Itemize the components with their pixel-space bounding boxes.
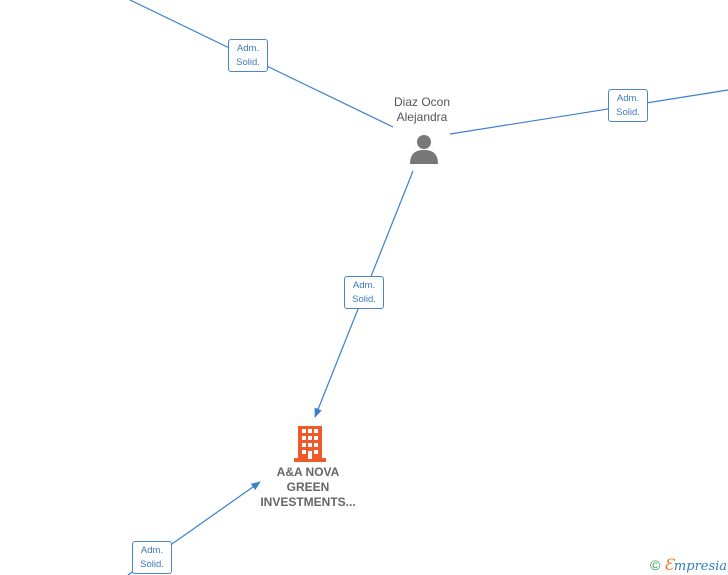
empresia-logo: © Ɛmpresia [650,555,728,574]
relation-type: Solid. [140,559,164,570]
person-name-line: Alejandra [396,110,448,124]
person-name[interactable]: Diaz Ocon Alejandra [372,95,472,125]
relation-label[interactable]: Adm. Solid. [228,39,268,72]
relation-type: Solid. [352,294,376,305]
relation-role: Adm. [140,545,164,556]
company-name[interactable]: A&A NOVA GREEN INVESTMENTS... [238,465,378,510]
company-name-line: A&A NOVA [276,465,340,479]
relation-role: Adm. [352,280,376,291]
relation-type: Solid. [616,107,640,118]
person-name-line: Diaz Ocon [393,95,451,109]
person-icon[interactable] [408,134,440,164]
relation-type: Solid. [236,57,260,68]
company-name-line: INVESTMENTS... [260,495,356,509]
relation-label[interactable]: Adm. Solid. [344,276,384,309]
relation-label[interactable]: Adm. Solid. [608,89,648,122]
relation-label[interactable]: Adm. Solid. [132,541,172,574]
relation-role: Adm. [236,43,260,54]
copyright-symbol: © [650,557,661,573]
edge-top-right [449,89,728,135]
company-name-line: GREEN [286,480,330,494]
building-icon[interactable] [294,426,326,462]
logo-e: Ɛ [663,555,674,574]
relation-role: Adm. [616,93,640,104]
logo-text: mpresia [673,559,728,574]
